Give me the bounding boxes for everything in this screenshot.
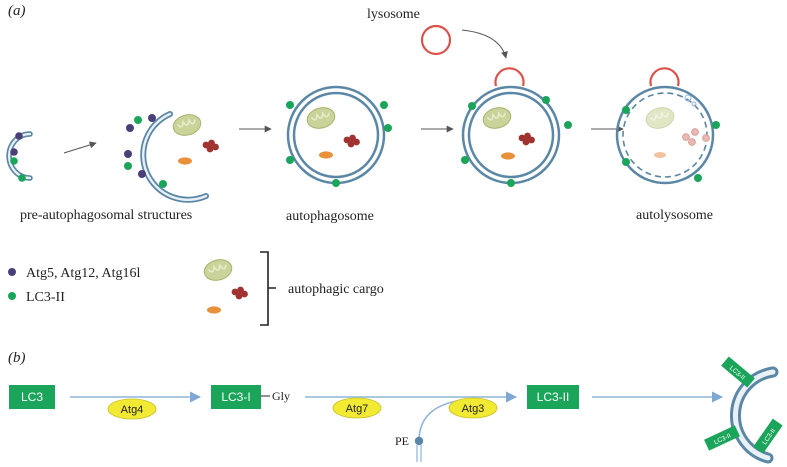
lc3-dot [286,156,294,164]
atg-dot [138,170,146,178]
lc3-dot [134,116,142,124]
atg-dot [10,148,18,156]
step-arrow [63,141,97,154]
atg7-enzyme [332,397,382,419]
lc3-ii-label: LC3-II [537,390,570,404]
lc3-dot [622,158,630,166]
pe-label: PE [395,434,409,448]
lc3-i-label: LC3-I [221,390,250,404]
mitochondrion-icon [304,103,338,133]
membrane-lc3ii-tag: LC3-II [721,356,755,388]
stage-label-autophagosome: autophagosome [286,209,374,224]
panel-a-label: (a) [8,3,26,19]
legend-mitochondrion-icon [201,255,235,285]
membrane-lc3ii-tag: LC3-II [753,418,783,454]
gly-label: Gly [272,389,290,403]
lysosome [420,24,452,56]
lc3-i-box [211,385,261,409]
fusing-lysosome [494,67,525,87]
lc3-dot [380,101,388,109]
lc3-dot [10,157,18,165]
lc3-dot [564,121,572,129]
pe-headgroup-icon [414,436,424,446]
lc3-dot [507,179,515,187]
lc3-dot [18,174,26,182]
phagophore-large [124,110,219,203]
legend-lc3-label: LC3-II [26,290,65,305]
orange-cargo [178,157,192,165]
mitochondrion-icon [643,103,677,133]
lysosome-label: lysosome [367,7,420,22]
mitochondrion-icon [480,103,514,133]
lc3-label: LC3 [21,390,43,404]
autophagosome [286,85,392,187]
atg3-enzyme [448,397,498,419]
lc3-legend-dot [8,292,16,300]
lc3-ii-box [527,385,579,409]
lc3-dot [286,101,294,109]
legend-orange-cargo [207,306,221,314]
legend-atg-label: Atg5, Atg12, Atg16l [26,266,140,281]
atg-dot [15,132,23,140]
cargo-cluster-icon [343,134,360,148]
lc3-dot [712,121,720,129]
atg-dot [126,124,134,132]
lc3-dot [622,106,630,114]
orange-cargo [654,152,666,158]
lc3-box [9,385,55,409]
atg4-label: Atg4 [121,404,144,416]
atg-dot [124,150,132,158]
cargo-cluster-icon [518,132,535,146]
membrane-lc3ii-tag: LC3-II [704,425,740,451]
lc3-dot [694,174,702,182]
stage-label-autolysosome: autolysosome [636,208,713,223]
legend-cargo-label: autophagic cargo [288,282,384,297]
cargo-bracket [260,251,276,326]
lc3-dot [542,96,550,104]
phagophore-small [6,131,33,182]
stage-label-pre: pre-autophagosomal structures [20,208,192,223]
autolysosome [615,67,720,185]
cargo-cluster-icon [202,139,219,153]
mitochondrion-icon [170,110,204,140]
legend-cargo-icon [231,286,248,300]
lc3-dot [461,156,469,164]
lc3-dot [332,179,340,187]
atg-dot [148,114,156,122]
lysosome-arrow [461,29,508,59]
atg4-enzyme [107,398,157,420]
atg3-label: Atg3 [462,403,485,415]
phagophore-membrane: LC3-II LC3-II LC3-II [704,356,783,464]
lc3-dot [384,124,392,132]
lc3-dot [124,162,132,170]
atg7-label: Atg7 [346,403,369,415]
atg-legend-dot [8,268,16,276]
panel-b-label: (b) [8,350,26,366]
lc3-dot [468,102,476,110]
lc3-dot [159,180,167,188]
fusing-autophagosome [461,67,572,187]
orange-cargo [319,151,333,159]
orange-cargo [501,152,515,160]
